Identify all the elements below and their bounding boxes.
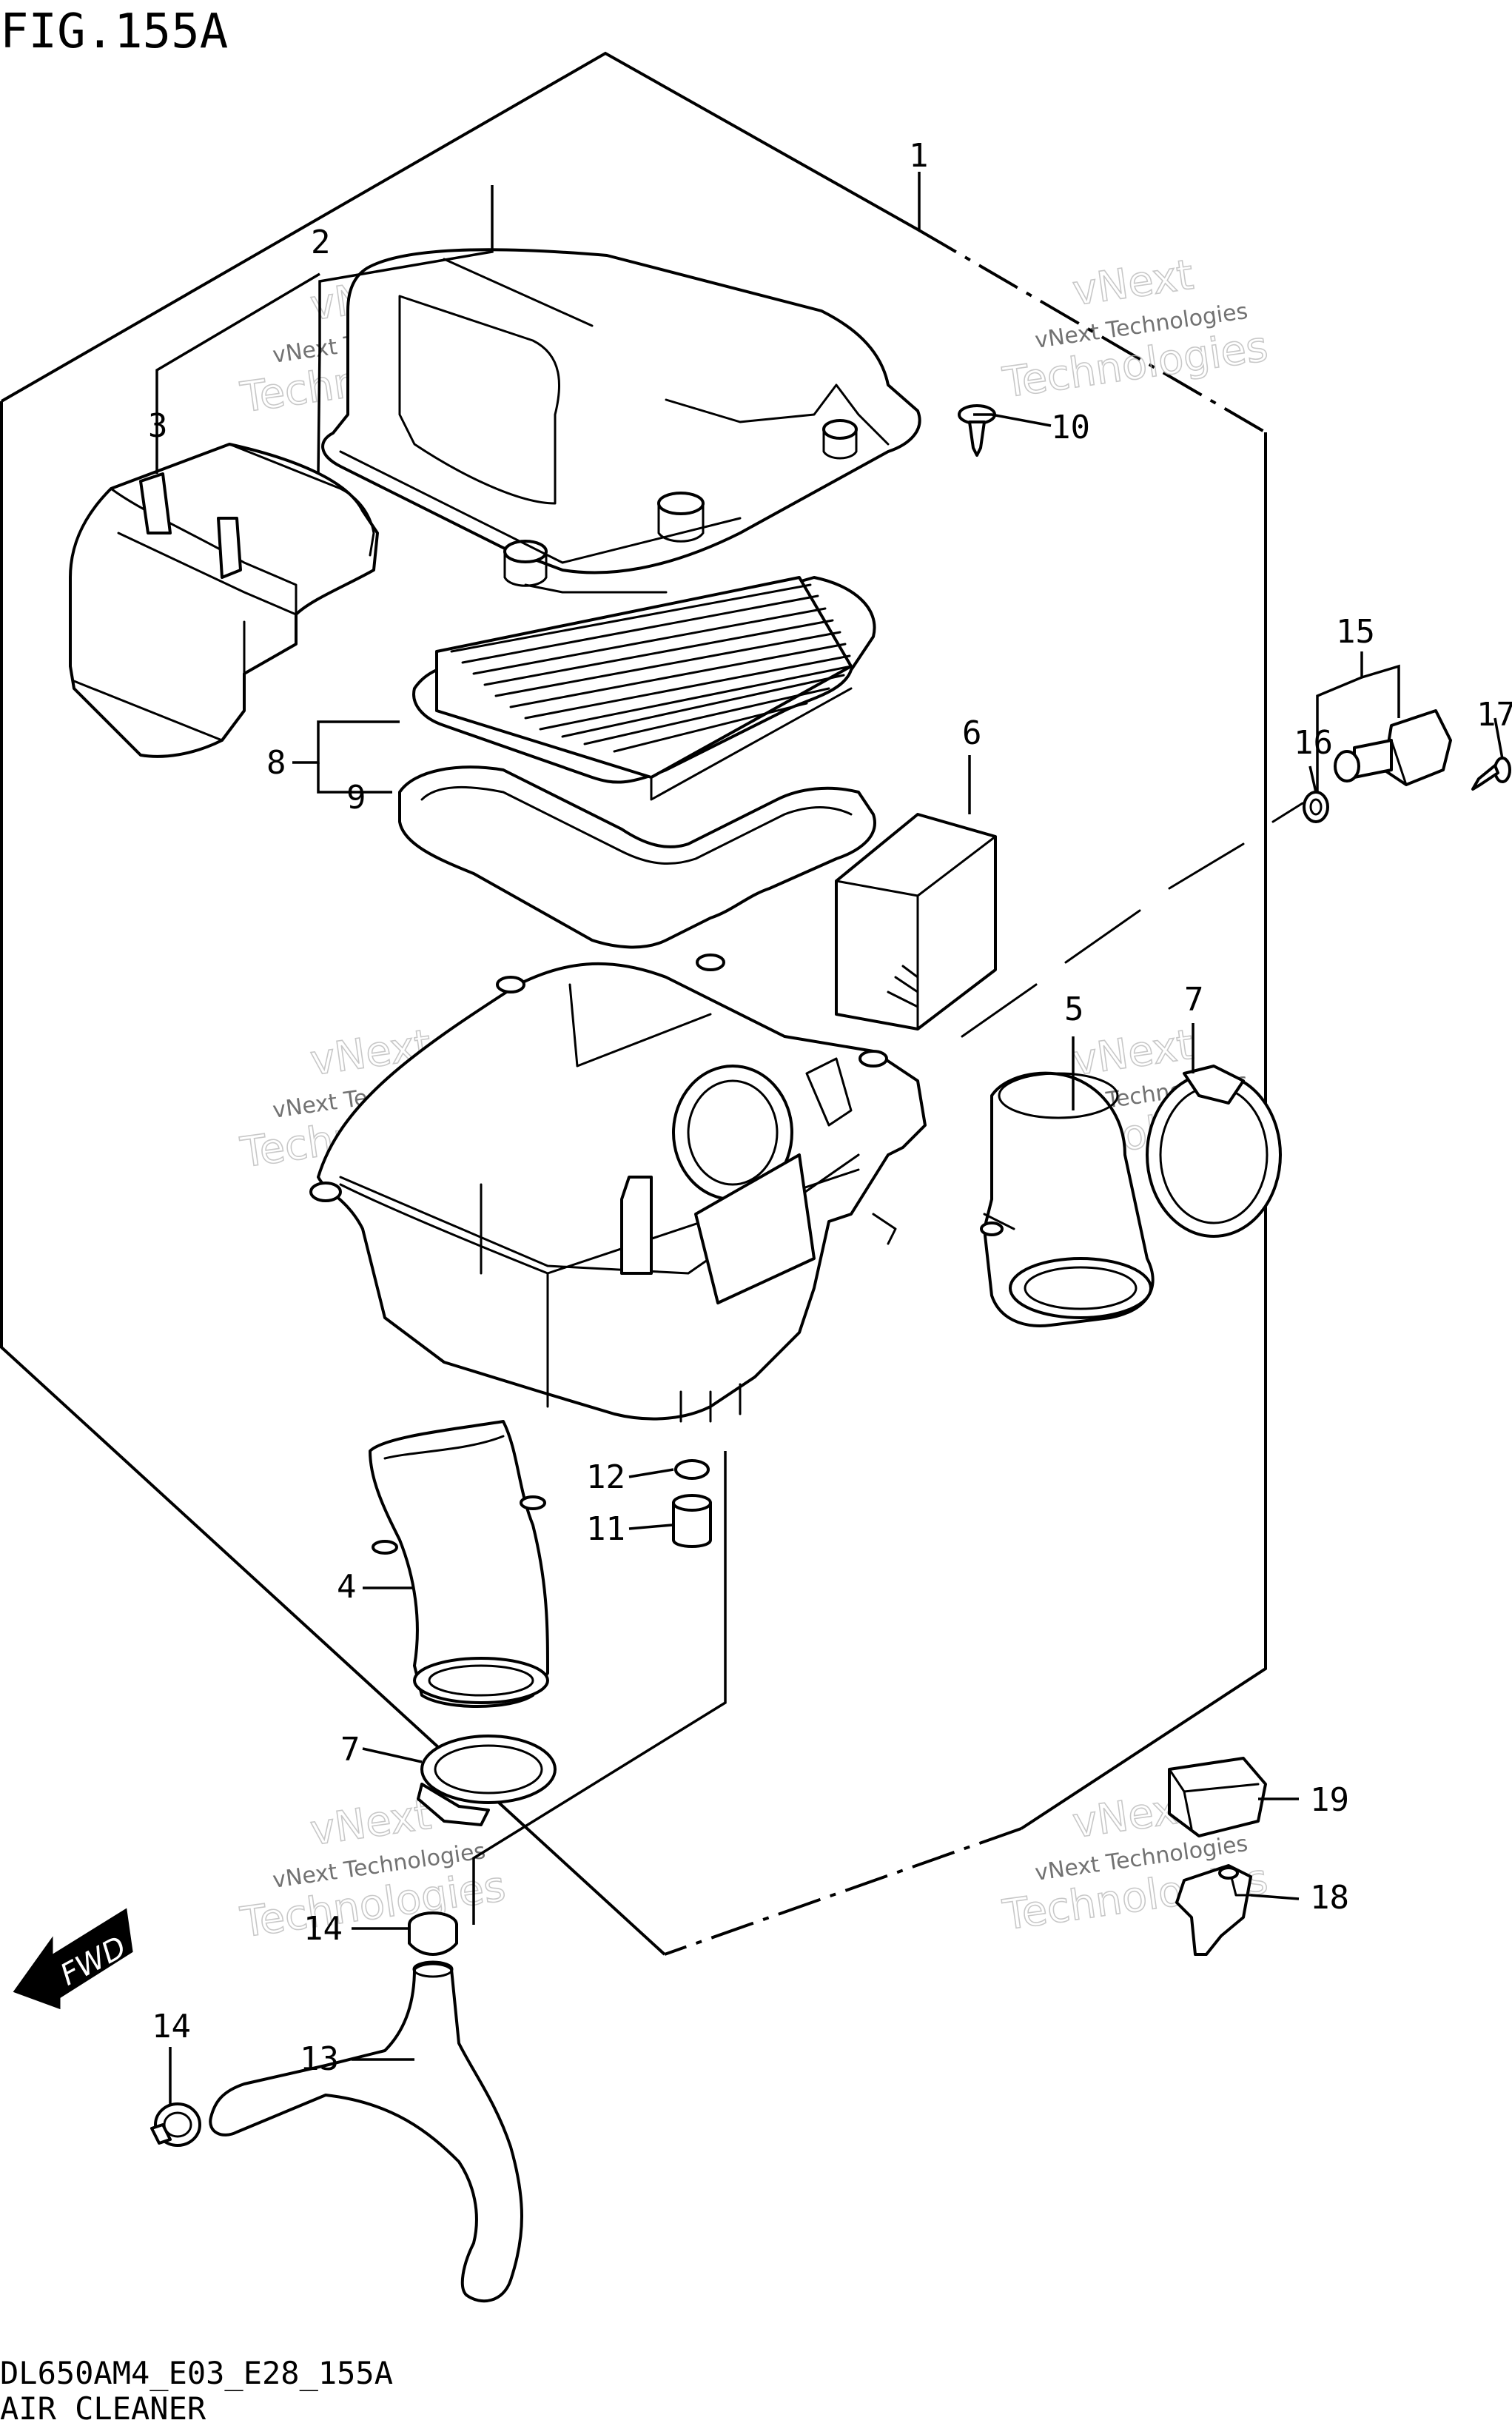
callout-1: 1	[909, 137, 929, 175]
part-7-clamp-lower	[417, 1735, 557, 1826]
fwd-arrow-icon	[13, 1908, 133, 2010]
svg-text:vNext: vNext	[307, 1791, 434, 1855]
callout-4: 4	[337, 1568, 357, 1606]
part-9-seal	[398, 765, 876, 949]
callout-16: 16	[1294, 724, 1333, 762]
part-12-clip	[674, 1459, 710, 1480]
part-18-sensor	[1175, 1864, 1252, 1956]
part-5-funnel	[980, 1071, 1155, 1327]
callout-13: 13	[300, 2040, 339, 2078]
part-6-sponge	[835, 813, 997, 1030]
part-14-hose-clip-upper	[408, 1911, 458, 1956]
part-14-hose-clip-lower	[150, 2102, 201, 2147]
part-10-screw	[958, 404, 996, 457]
part-8-air-filter	[412, 576, 876, 801]
part-4-intake-tube	[369, 1420, 549, 1708]
part-15-intake-sensor	[1334, 709, 1452, 786]
callout-8: 8	[266, 744, 286, 782]
callout-7-upper: 7	[1184, 981, 1204, 1019]
watermark: vNext Technologies vNext Technologies	[999, 250, 1271, 408]
callout-5: 5	[1064, 991, 1084, 1028]
callout-6: 6	[962, 714, 982, 752]
part-7-clamp-upper	[1146, 1065, 1282, 1238]
callout-19: 19	[1310, 1781, 1349, 1819]
leader-lines	[155, 172, 1504, 2104]
callout-12: 12	[586, 1458, 625, 1496]
part-16-o-ring	[1303, 791, 1329, 823]
part-19-cap	[1168, 1757, 1267, 1837]
part-11-drain-cap	[672, 1494, 712, 1548]
part-13-drain-hose	[209, 1960, 523, 2303]
callout-7-lower: 7	[340, 1731, 360, 1769]
fwd-direction-indicator: FWD	[13, 1908, 133, 2010]
callout-18: 18	[1310, 1879, 1349, 1917]
figure-title: FIG.155A	[0, 4, 228, 59]
callout-14-upper: 14	[303, 1910, 343, 1948]
callout-17: 17	[1476, 696, 1512, 734]
svg-text:vNext: vNext	[1069, 251, 1196, 315]
callout-2: 2	[311, 224, 331, 261]
callout-14-lower: 14	[152, 2008, 191, 2045]
callout-15: 15	[1336, 613, 1375, 651]
callout-numbers: 1 2 3 4 5 6 7 7 8 9 10 11 12 13 14 14 15…	[148, 137, 1512, 2078]
callout-10: 10	[1051, 409, 1090, 446]
sensor-dash-line	[961, 802, 1304, 1038]
figure-caption: AIR CLEANER	[0, 2390, 206, 2423]
model-code: DL650AM4_E03_E28_155A	[0, 2355, 393, 2391]
part-17-screw	[1471, 757, 1511, 791]
callout-3: 3	[148, 407, 168, 445]
part-3-intake-duct	[69, 443, 379, 758]
callout-11: 11	[586, 1510, 625, 1548]
part-2-cleaner-cap	[321, 248, 921, 594]
filter-pleats	[450, 583, 853, 753]
callout-9: 9	[346, 779, 366, 817]
part-1-cleaner-case	[309, 954, 927, 1423]
